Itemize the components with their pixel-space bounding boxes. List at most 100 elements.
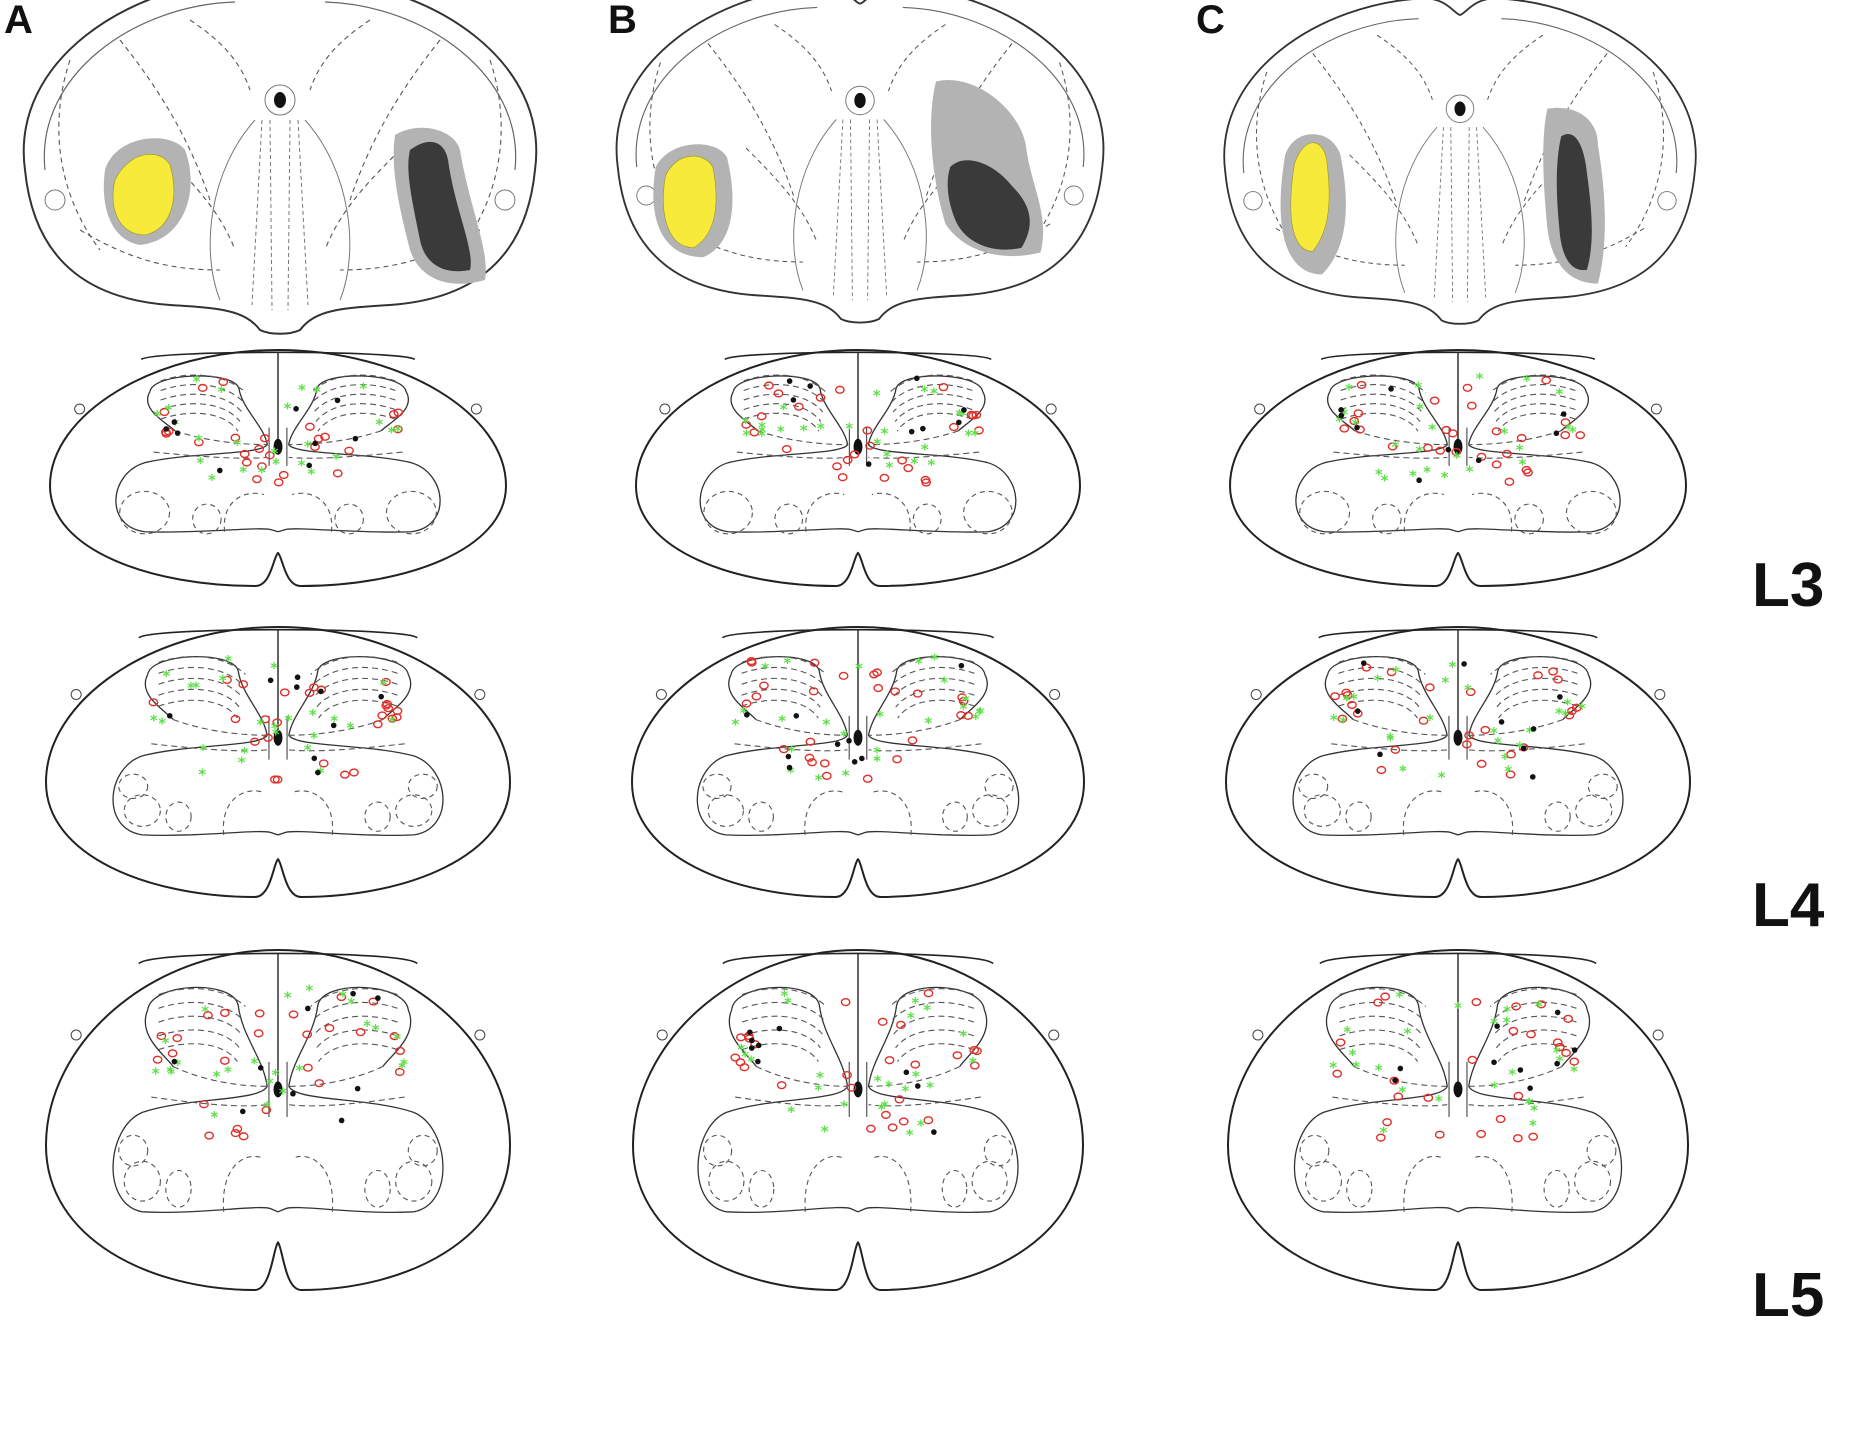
black-neuron-marker	[267, 677, 274, 684]
green-neuron-marker: *	[295, 1062, 303, 1080]
red-neuron-marker	[741, 699, 752, 708]
green-neuron-marker: *	[1490, 724, 1498, 742]
red-neuron-marker	[952, 1051, 963, 1060]
green-neuron-marker: *	[238, 754, 246, 772]
green-neuron-marker: *	[1386, 732, 1394, 750]
lamina-boundary	[160, 412, 239, 432]
red-neuron-marker	[821, 771, 832, 780]
black-neuron-marker	[1338, 407, 1344, 413]
black-neuron-marker	[330, 722, 337, 729]
level-label-l3: L3	[1752, 551, 1825, 620]
red-neuron-marker	[903, 464, 914, 473]
green-neuron-marker: *	[198, 766, 206, 784]
green-neuron-marker: *	[1535, 998, 1543, 1016]
side-circle	[494, 189, 516, 211]
black-neuron-marker	[1388, 386, 1394, 392]
green-neuron-marker: *	[778, 712, 786, 730]
spinal-cord-section: ************************	[48, 348, 508, 588]
green-neuron-marker: *	[174, 1056, 182, 1074]
green-neuron-marker: *	[876, 707, 884, 725]
red-neuron-marker	[238, 680, 249, 689]
green-neuron-marker: *	[1525, 1095, 1533, 1113]
green-neuron-marker: *	[346, 719, 354, 737]
dashed-nucleus-boundary	[1487, 34, 1544, 100]
lamina-boundary	[1495, 403, 1576, 422]
red-neuron-marker	[393, 408, 404, 417]
red-neuron-marker	[907, 736, 918, 745]
lamina-boundary	[1353, 1065, 1563, 1087]
green-neuron-marker: *	[1516, 441, 1524, 459]
lamina-boundary	[1352, 718, 1564, 736]
red-neuron-marker	[756, 412, 767, 421]
lamina-boundary	[736, 451, 980, 459]
midline-tract	[832, 119, 888, 301]
green-neuron-marker: *	[840, 1097, 848, 1115]
black-neuron-marker	[290, 1090, 296, 1097]
motor-pool	[912, 503, 942, 535]
level-label-l5: L5	[1752, 1261, 1825, 1330]
green-neuron-marker: *	[208, 471, 216, 489]
green-neuron-marker: *	[219, 671, 227, 689]
green-neuron-marker: *	[1375, 1061, 1383, 1079]
green-neuron-marker: *	[959, 406, 967, 424]
red-neuron-marker	[832, 462, 842, 471]
black-neuron-marker	[851, 759, 858, 765]
black-neuron-marker	[859, 755, 865, 762]
red-neuron-marker	[1505, 770, 1516, 779]
green-neuron-marker: *	[1449, 658, 1457, 676]
spinal-cord-section: ************************	[1224, 625, 1692, 899]
green-neuron-marker: *	[241, 744, 249, 762]
black-neuron-marker	[755, 1042, 762, 1049]
motor-pool	[1304, 1160, 1342, 1202]
lamina-boundary	[315, 403, 396, 422]
green-neuron-marker: *	[747, 1052, 755, 1070]
lamina-boundary	[172, 1065, 384, 1087]
red-neuron-marker	[741, 420, 752, 429]
brainstem-section	[1223, 0, 1697, 325]
lesion-dark	[408, 141, 471, 272]
lamina-boundary	[317, 412, 396, 432]
green-neuron-marker: *	[1350, 690, 1358, 708]
lamina-boundary	[1489, 988, 1577, 1007]
red-neuron-marker	[1561, 1048, 1571, 1058]
black-neuron-marker	[748, 1045, 755, 1051]
lateral-marker	[1650, 403, 1662, 415]
black-neuron-marker	[903, 1069, 910, 1076]
red-neuron-marker	[958, 697, 969, 706]
motor-pool	[1345, 801, 1372, 832]
lamina-boundary	[889, 655, 975, 675]
green-neuron-marker: *	[1339, 713, 1347, 731]
green-neuron-marker: *	[930, 384, 938, 402]
side-circle	[44, 189, 66, 211]
central-canal	[1453, 729, 1463, 746]
red-neuron-marker	[739, 1063, 750, 1072]
black-neuron-marker	[163, 426, 169, 432]
green-neuron-marker: *	[1503, 1002, 1511, 1020]
red-neuron-marker	[869, 670, 879, 679]
red-neuron-marker	[1511, 1002, 1521, 1011]
red-neuron-marker	[1451, 447, 1462, 456]
red-neuron-marker	[804, 753, 815, 762]
green-neuron-marker: *	[339, 988, 347, 1006]
red-neuron-marker	[834, 385, 845, 394]
black-neuron-marker	[312, 440, 318, 447]
green-neuron-marker: *	[167, 1065, 175, 1083]
red-neuron-marker	[1506, 750, 1516, 759]
lamina-boundary	[1498, 699, 1578, 719]
spinal-cord-section: ************************	[631, 948, 1085, 1292]
red-neuron-marker	[969, 1045, 980, 1055]
red-neuron-marker	[1466, 401, 1477, 410]
red-neuron-marker	[912, 689, 923, 698]
black-neuron-marker	[958, 662, 965, 669]
lamina-boundary	[223, 492, 333, 532]
red-neuron-marker	[872, 668, 883, 677]
black-neuron-marker	[334, 397, 341, 404]
motor-pool	[1565, 490, 1617, 535]
black-neuron-marker	[793, 713, 800, 719]
green-neuron-marker: *	[883, 447, 891, 465]
green-neuron-marker: *	[926, 1078, 934, 1096]
black-neuron-marker	[1494, 1023, 1500, 1029]
black-neuron-marker	[1560, 411, 1567, 417]
lamina-boundary	[222, 1155, 334, 1212]
green-neuron-marker: *	[195, 431, 203, 449]
